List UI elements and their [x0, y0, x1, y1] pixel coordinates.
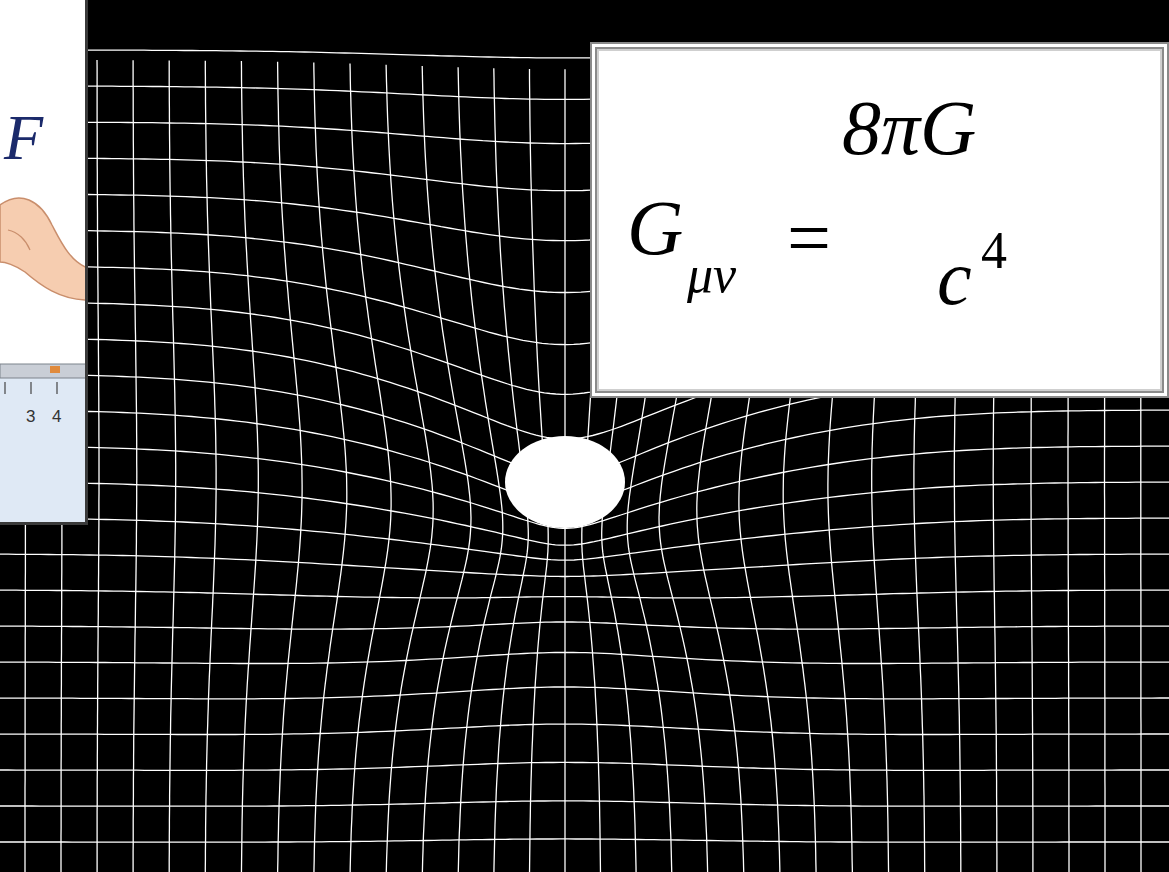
grid-line — [350, 64, 391, 872]
grid-line — [0, 687, 1169, 699]
grid-line — [0, 554, 1169, 577]
ruler-marker — [50, 366, 60, 373]
equation-numerator: 8πG — [842, 89, 976, 167]
grid-line — [386, 65, 433, 872]
mass-sphere — [505, 436, 625, 528]
equation-sign: = — [787, 199, 831, 277]
grid-line — [241, 61, 258, 872]
grid-line — [0, 652, 1169, 663]
force-panel: F 34 — [0, 0, 88, 525]
grid-line — [133, 60, 137, 872]
finger-line — [8, 230, 30, 250]
grid-line — [422, 66, 471, 872]
scale-number: 3 — [26, 408, 35, 425]
force-symbol: F — [4, 106, 43, 170]
grid-line — [0, 590, 1169, 598]
scale-tick — [30, 382, 31, 394]
table-surface — [0, 378, 88, 525]
grid-line — [458, 67, 503, 872]
grid-line — [0, 724, 1169, 734]
hand — [0, 198, 88, 300]
grid-line — [0, 839, 1169, 842]
grid-line — [0, 622, 1169, 629]
grid-line — [169, 60, 176, 872]
equation-symbol: G — [627, 189, 683, 267]
grid-line — [205, 61, 216, 872]
scale-tick — [4, 382, 5, 394]
equation-box: Gμν =8πG c4 — [590, 42, 1169, 398]
equation-subscript: μν — [687, 249, 736, 301]
grid-line — [0, 801, 1169, 806]
grid-line — [97, 60, 99, 872]
scale-tick — [56, 382, 57, 394]
grid-line — [277, 62, 302, 872]
hand-illustration — [0, 0, 88, 525]
equation-exponent: 4 — [981, 225, 1007, 277]
scale-number: 4 — [52, 408, 61, 425]
equation-denominator: c — [937, 239, 972, 317]
ruler — [0, 364, 88, 378]
grid-line — [0, 762, 1169, 770]
